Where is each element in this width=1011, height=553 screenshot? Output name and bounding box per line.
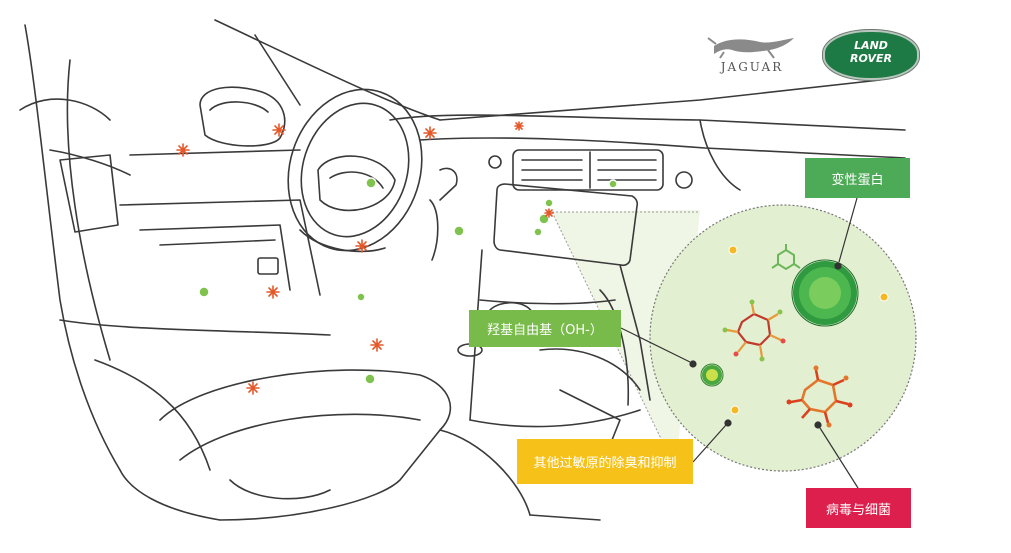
jaguar-wordmark: JAGUAR [720, 60, 784, 74]
allergen-label: 其他过敏原的除臭和抑制 [517, 439, 693, 484]
zoom-wedge [552, 210, 700, 470]
car-outline [19, 19, 906, 521]
denatured-protein-icon [791, 259, 859, 327]
allergen-dots [728, 245, 889, 415]
orange-burst-particles [176, 121, 554, 395]
jaguar-leaper-icon [707, 37, 794, 59]
virus-bacteria-molecule-icon [786, 365, 853, 428]
land-rover-wordmark: LAND ROVER [825, 39, 917, 65]
hydroxyl-radical-label: 羟基自由基（OH-） [469, 310, 621, 347]
virus-bacteria-label: 病毒与细菌 [806, 488, 911, 528]
green-particles [198, 177, 618, 385]
magnified-area [649, 204, 917, 472]
land-rover-line1: LAND [854, 39, 888, 52]
denatured-protein-label: 变性蛋白 [805, 158, 910, 198]
mixed-virus-molecule-icon [722, 299, 786, 362]
small-protein-molecule-icon [771, 244, 801, 271]
land-rover-line2: ROVER [850, 52, 892, 65]
land-rover-logo: LAND ROVER [823, 30, 919, 80]
jaguar-logo: JAGUAR [704, 32, 800, 78]
hydroxyl-radical-icon [700, 363, 724, 387]
leader-lines [620, 197, 859, 489]
